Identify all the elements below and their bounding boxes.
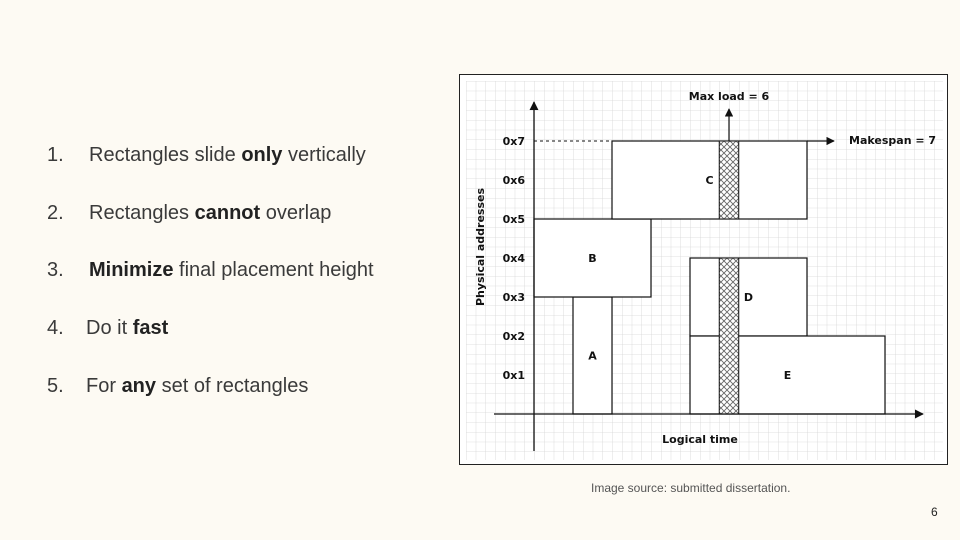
y-axis-label: Physical addresses [474,188,487,307]
item-text: Do it fast [86,317,169,339]
item-text: Rectangles slide only vertically [89,144,366,166]
image-caption: Image source: submitted dissertation. [591,481,791,495]
item-number: 5. [47,375,64,397]
y-tick-label: 0x1 [503,369,525,382]
item-text: Minimize final placement height [89,259,374,281]
item-text: Rectangles cannot overlap [89,202,332,224]
rectangle-label: D [744,291,753,304]
makespan-label: Makespan = 7 [849,134,936,147]
rectangle-c [611,140,808,220]
page-number: 6 [931,505,938,519]
x-axis-label: Logical time [662,433,738,446]
y-tick-label: 0x5 [503,213,525,226]
item-number: 4. [47,317,64,339]
rectangle-label: A [588,350,597,363]
item-number: 3. [47,259,64,281]
y-tick-label: 0x7 [503,135,525,148]
item-text: For any set of rectangles [86,375,309,397]
rectangle-label: E [784,369,792,382]
rectangle-label: B [588,252,596,265]
item-number: 2. [47,202,64,224]
diagram-svg: A B C D E 0x1 0x2 0x3 0x4 0x5 0x6 0x7 Max load = 6… [466,81,943,460]
placement-diagram: A B C D E 0x1 0x2 0x3 0x4 0x5 0x6 0x7 Max load = 6… [459,74,948,465]
max-load-hatch-c [718,140,740,220]
rectangle-b [533,218,652,298]
rectangle-a [572,296,613,415]
y-tick-label: 0x3 [503,291,525,304]
max-load-hatch-de [718,257,740,415]
y-tick-label: 0x4 [503,252,526,265]
rectangle-label: C [705,174,713,187]
y-tick-label: 0x6 [503,174,526,187]
item-number: 1. [47,144,64,166]
rectangle-d [689,257,808,337]
y-tick-label: 0x2 [503,330,525,343]
max-load-label: Max load = 6 [689,90,770,103]
